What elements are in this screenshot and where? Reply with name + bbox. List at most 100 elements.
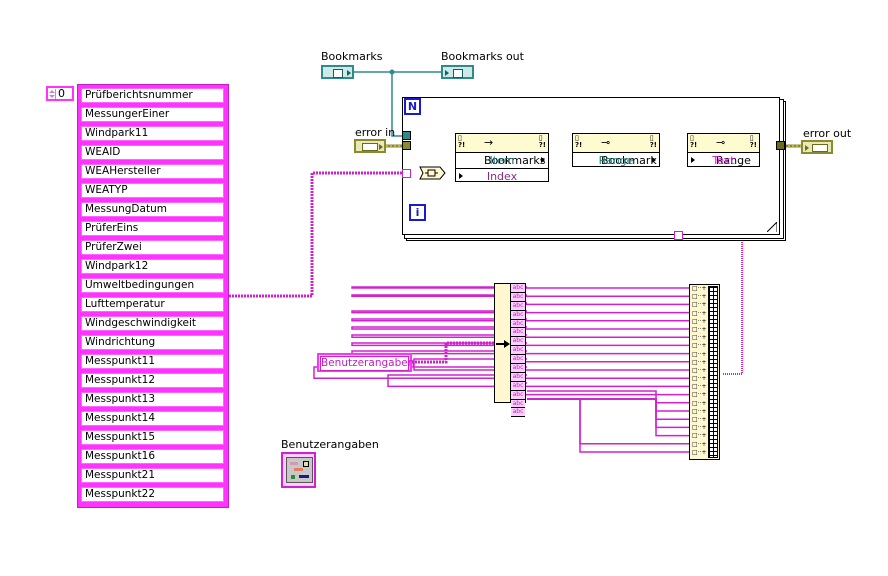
string-output-terminal[interactable]: abc <box>511 337 525 347</box>
array-element[interactable]: Messpunkt13 <box>81 392 224 407</box>
output-arrow-icon <box>541 157 545 163</box>
loop-resize-corner-icon[interactable] <box>767 222 777 232</box>
bookmarks-control-terminal[interactable] <box>321 65 354 79</box>
error-cluster-icon <box>362 143 378 151</box>
to-variant-node[interactable] <box>418 166 446 180</box>
array-element[interactable]: Messpunkt15 <box>81 430 224 445</box>
cluster-input-slot[interactable]: □··+ <box>692 309 707 317</box>
cluster-input-slot[interactable]: □··+ <box>692 334 707 342</box>
string-output-terminal[interactable]: abc <box>511 390 525 400</box>
node-header: ▯?! → Bookmarks ▯?! <box>456 134 548 167</box>
string-output-terminal[interactable]: abc <box>511 408 525 418</box>
cluster-input-slot[interactable]: □··+ <box>692 391 707 399</box>
cluster-input-slot[interactable]: □··+ <box>692 293 707 301</box>
error-in-terminal[interactable] <box>354 139 386 153</box>
index-spinner-icon[interactable] <box>49 89 56 99</box>
string-output-terminal[interactable]: abc <box>511 310 525 320</box>
array-element[interactable]: Prüfberichtsnummer <box>81 88 224 103</box>
string-output-terminal[interactable]: abc <box>511 355 525 365</box>
string-wire <box>509 382 689 396</box>
input-arrow-icon <box>805 145 809 151</box>
array-element[interactable]: Messpunkt12 <box>81 373 224 388</box>
cluster-input-slot[interactable]: □··+ <box>692 285 707 292</box>
cluster-input-slot[interactable]: □··+ <box>692 358 707 366</box>
array-element[interactable]: Lufttemperatur <box>81 297 224 312</box>
string-output-terminal[interactable]: abc <box>511 284 525 293</box>
array-element[interactable]: WEAID <box>81 145 224 160</box>
array-element[interactable]: Windpark12 <box>81 259 224 274</box>
node-row-text[interactable]: Text <box>688 153 759 168</box>
array-element[interactable]: Windpark11 <box>81 126 224 141</box>
node-row-range[interactable]: Range <box>573 153 659 168</box>
array-element[interactable]: PrüferZwei <box>81 240 224 255</box>
node-row-index[interactable]: Index <box>456 169 548 184</box>
array-element[interactable]: Windgeschwindigkeit <box>81 316 224 331</box>
array-element[interactable]: Messpunkt11 <box>81 354 224 369</box>
string-output-terminal[interactable]: abc <box>511 292 525 302</box>
cluster-input-slot[interactable]: □··+ <box>692 366 707 374</box>
string-output-terminal[interactable]: abc <box>511 346 525 356</box>
output-arrow-icon <box>347 70 351 76</box>
string-output-terminal[interactable]: abc <box>511 301 525 311</box>
node-row-item[interactable]: Item <box>456 153 548 169</box>
array-element[interactable]: MessungDatum <box>81 202 224 217</box>
cluster-auto-index-tunnel[interactable] <box>674 231 683 240</box>
string-wire <box>527 398 689 412</box>
string-wire <box>527 398 689 437</box>
cluster-input-slot[interactable]: □··+ <box>692 350 707 358</box>
input-arrow-icon <box>496 340 510 348</box>
cluster-input-slot[interactable]: □··+ <box>692 301 707 309</box>
cluster-input-slot[interactable]: □··+ <box>692 424 707 432</box>
refnum-shift-tunnel[interactable] <box>402 131 411 140</box>
string-output-terminal[interactable]: abc <box>511 372 525 382</box>
cluster-input-slot[interactable]: □··+ <box>692 416 707 423</box>
error-output-tunnel[interactable] <box>776 141 785 150</box>
array-auto-index-tunnel[interactable] <box>402 169 411 178</box>
cluster-input-slot[interactable]: □··+ <box>692 383 707 391</box>
loop-iteration-terminal[interactable]: i <box>409 204 426 221</box>
array-element[interactable]: WEATYP <box>81 183 224 198</box>
cluster-input-slot[interactable]: □··+ <box>692 342 707 350</box>
cluster-output-grid-icon <box>708 286 718 458</box>
array-element[interactable]: PrüferEins <box>81 221 224 236</box>
build-cluster-node[interactable]: □··+□··+□··+□··+□··+□··+□··+□··+□··+□··+… <box>689 284 720 460</box>
cluster-input-slot[interactable]: □··+ <box>692 407 707 415</box>
cluster-input-slot[interactable]: □··+ <box>692 375 707 383</box>
string-output-terminal[interactable]: abc <box>511 328 525 338</box>
property-node-bookmark[interactable]: ▯?! ⊸ Bookmark ▯?! Range <box>572 133 660 167</box>
cluster-constant-icon[interactable] <box>281 452 316 488</box>
string-output-terminal[interactable]: abc <box>511 319 525 329</box>
array-element[interactable]: WEAHersteller <box>81 164 224 179</box>
array-element[interactable]: Messpunkt21 <box>81 468 224 483</box>
string-output-terminal[interactable]: abc <box>511 381 525 391</box>
cluster-input-slot[interactable]: □··+ <box>692 440 707 448</box>
cluster-constant-label: Benutzerangaben <box>281 438 379 451</box>
error-shift-tunnel[interactable] <box>402 141 411 150</box>
loop-count-terminal[interactable]: N <box>404 98 421 115</box>
array-element[interactable]: Umweltbedingungen <box>81 278 224 293</box>
string-output-terminal[interactable]: abc <box>511 364 525 373</box>
array-element[interactable]: Messpunkt22 <box>81 487 224 502</box>
array-element[interactable]: Windrichtung <box>81 335 224 350</box>
error-out-terminal[interactable] <box>801 140 833 154</box>
array-index-display[interactable]: 0 <box>46 86 74 101</box>
string-wire <box>527 398 689 420</box>
invoke-node-bookmarks[interactable]: ▯?! → Bookmarks ▯?! Item Index <box>455 133 549 184</box>
cluster-input-slot[interactable]: □··+ <box>692 399 707 407</box>
bookmarks-out-indicator-terminal[interactable] <box>441 65 474 79</box>
cluster-input-slot[interactable]: □··+ <box>692 432 707 440</box>
array-element[interactable]: MessungerEiner <box>81 107 224 122</box>
node-header-label: ⊸ Bookmark <box>601 136 657 167</box>
array-index-value: 0 <box>58 87 65 100</box>
array-element[interactable]: Messpunkt14 <box>81 411 224 426</box>
cluster-input-slot[interactable]: □··+ <box>692 317 707 325</box>
string-output-terminal[interactable]: abc <box>511 399 525 409</box>
string-constant-benutzerangaben[interactable]: Benutzerangaben <box>317 353 414 372</box>
property-node-range[interactable]: ▯?! ⊸ Range ▯?! Text <box>687 133 760 167</box>
cluster-input-slot[interactable]: □··+ <box>692 325 707 333</box>
cluster-input-slot[interactable]: □··+ <box>692 448 707 456</box>
refnum-in-icon: ▯?! <box>458 134 466 149</box>
array-element[interactable]: Messpunkt16 <box>81 449 224 464</box>
